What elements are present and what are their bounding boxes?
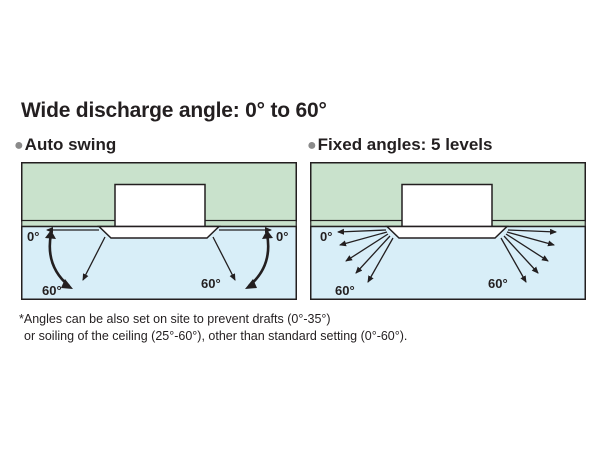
left-arrow-level-2 — [339, 231, 388, 247]
footnote-line-1: *Angles can be also set on site to preve… — [19, 312, 331, 326]
right-fixed-airflow-arrows — [500, 228, 557, 283]
left-arrow-level-5 — [367, 237, 394, 283]
label-60-right: 60° — [488, 276, 508, 291]
auto-swing-diagram: 0° 60° 0° 60° — [21, 162, 297, 300]
left-diagonal-airflow-arrow — [82, 236, 106, 281]
right-arrow-level-5 — [500, 237, 527, 283]
bullet-icon: ● — [307, 137, 317, 154]
right-diagonal-airflow-arrow — [212, 236, 236, 281]
left-arc-head-bottom — [61, 279, 73, 289]
right-arc-head-bottom — [245, 279, 257, 289]
right-arrow-level-3 — [505, 233, 549, 262]
bullet-icon: ● — [14, 137, 24, 154]
right-arrow-level-2 — [506, 231, 555, 247]
label-60-left: 60° — [335, 283, 355, 298]
left-fixed-airflow-arrows — [337, 228, 394, 283]
right-arrow-level-1 — [507, 228, 557, 235]
label-0-left: 0° — [27, 229, 39, 244]
indoor-unit-body — [401, 183, 493, 228]
fixed-angles-label: Fixed angles: 5 levels — [317, 135, 493, 154]
footnote: *Angles can be also set on site to preve… — [19, 311, 407, 345]
page-title: Wide discharge angle: 0° to 60° — [21, 99, 327, 122]
left-arrow-level-1 — [337, 228, 387, 235]
left-arc-head-top — [45, 230, 56, 239]
label-60-right: 60° — [201, 276, 221, 291]
right-arc-head-top — [262, 230, 273, 239]
footnote-line-2: or soiling of the ceiling (25°-60°), oth… — [24, 329, 408, 343]
fixed-angles-heading: ●Fixed angles: 5 levels — [307, 135, 492, 155]
label-0-left: 0° — [320, 229, 332, 244]
fixed-angles-diagram: 0° 60° 60° — [310, 162, 586, 300]
indoor-unit-body — [114, 183, 206, 228]
auto-swing-heading: ●Auto swing — [14, 135, 116, 155]
label-0-right: 0° — [276, 229, 288, 244]
auto-swing-label: Auto swing — [24, 135, 117, 154]
decoration-panel — [385, 225, 509, 239]
right-arrow-level-4 — [503, 235, 539, 274]
label-60-left: 60° — [42, 283, 62, 298]
left-arrow-level-3 — [345, 233, 389, 262]
left-arrow-level-4 — [355, 235, 391, 274]
decoration-panel — [97, 225, 221, 239]
